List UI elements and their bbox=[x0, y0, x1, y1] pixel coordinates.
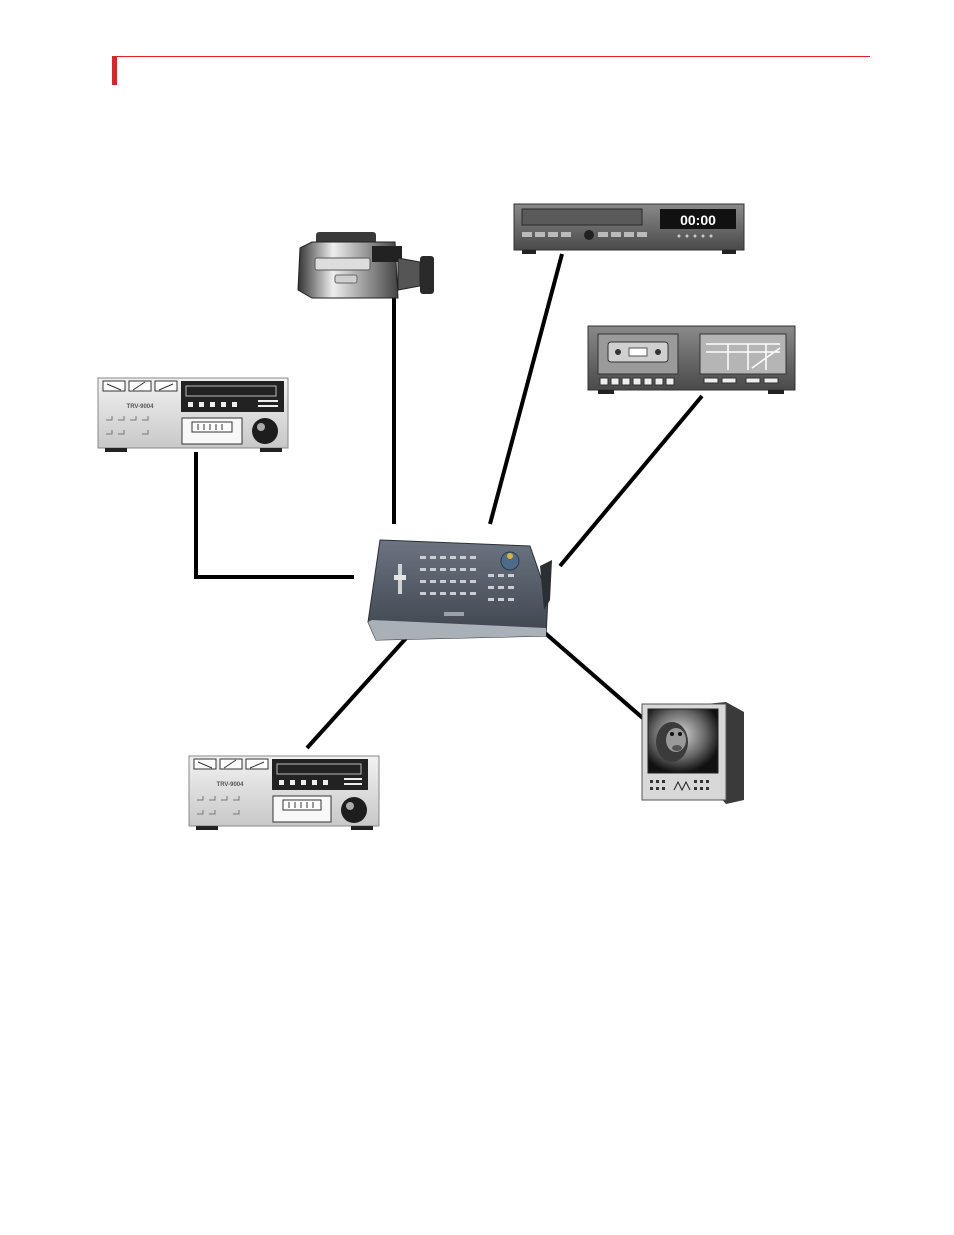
cassette-deck bbox=[588, 326, 795, 394]
vcr-bottom: TRV-9004 bbox=[189, 756, 379, 830]
vcr-left-model-label: TRV-9004 bbox=[127, 404, 155, 410]
tv-monitor bbox=[642, 702, 744, 804]
dvd-player: 00:00 bbox=[514, 204, 744, 254]
editing-controller bbox=[368, 540, 552, 640]
vcr-bottom-model-label: TRV-9004 bbox=[217, 782, 245, 788]
vcr-left: TRV-9004 bbox=[98, 378, 288, 452]
cable-vcr-bottom bbox=[307, 636, 408, 748]
dvd-time-display: 00:00 bbox=[680, 212, 716, 228]
cable-vcr-left bbox=[196, 452, 354, 577]
cable-tv-monitor bbox=[545, 633, 645, 720]
camcorder bbox=[298, 232, 434, 298]
cable-cassette-deck bbox=[560, 396, 702, 566]
cable-dvd-player bbox=[490, 254, 562, 524]
